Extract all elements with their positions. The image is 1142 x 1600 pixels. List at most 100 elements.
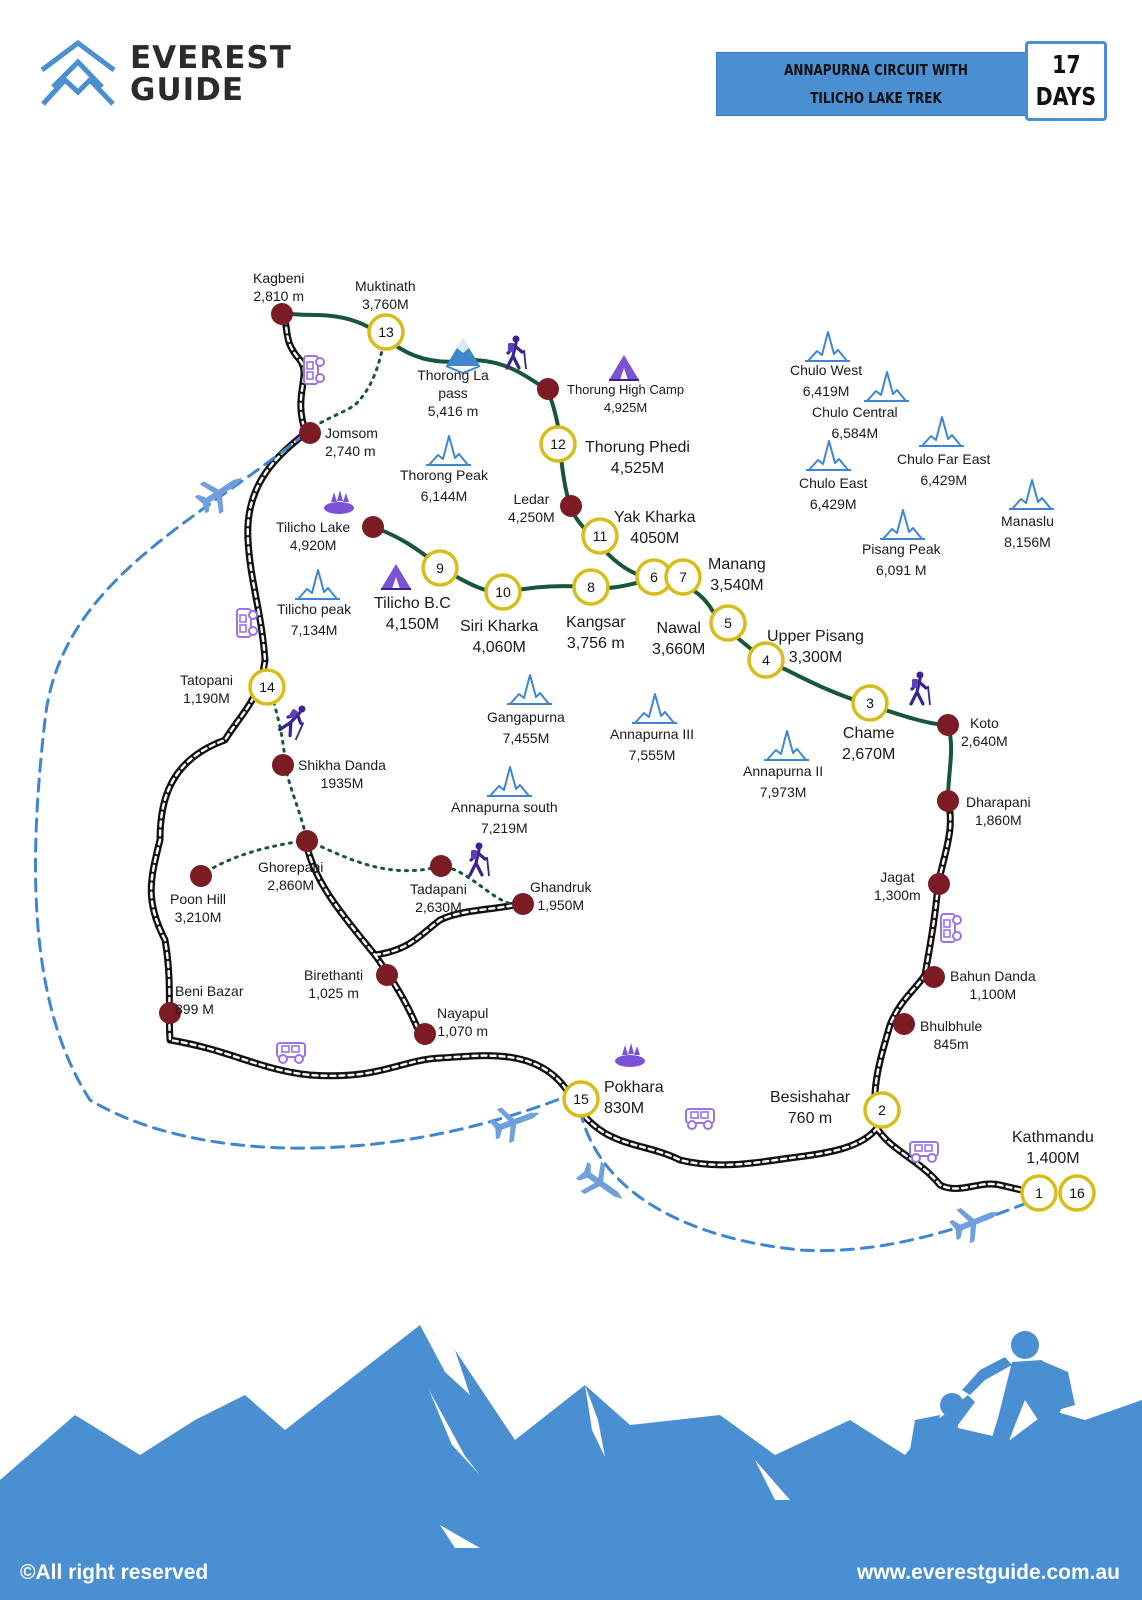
peak-icon <box>763 730 810 761</box>
peak-icon <box>918 416 965 447</box>
stop-ghorepani <box>296 830 318 852</box>
stop-ledar <box>560 495 582 517</box>
copyright-notice: ©All right reserved <box>20 1561 209 1584</box>
day-marker-label: 14 <box>259 679 275 695</box>
website-link[interactable]: www.everestguide.com.au <box>857 1561 1120 1584</box>
peak-icon <box>863 371 910 402</box>
day-marker-label: 12 <box>550 436 566 452</box>
jeep-icon <box>236 608 258 638</box>
peak-icon <box>506 674 553 705</box>
stop-nayapul <box>414 1023 436 1045</box>
day-marker-label: 8 <box>587 579 595 595</box>
day-marker-3: 3 <box>851 684 889 722</box>
day-marker-label: 4 <box>762 652 770 668</box>
jeep-icon <box>909 1141 939 1163</box>
hiker-icon <box>468 840 491 878</box>
day-marker-10: 10 <box>484 573 522 611</box>
stop-markers <box>159 303 959 1045</box>
day-marker-5: 5 <box>709 604 747 642</box>
stop-kagbeni <box>271 303 293 325</box>
day-marker-label: 6 <box>650 569 658 585</box>
brand-name: EVEREST GUIDE <box>130 42 292 106</box>
stop-jomsom <box>299 422 321 444</box>
footer-mountains <box>0 1325 1142 1600</box>
day-marker-2: 2 <box>863 1091 901 1129</box>
plane-icon <box>946 1195 1006 1248</box>
brand-line-1: EVEREST <box>130 40 292 76</box>
day-marker-label: 15 <box>573 1091 589 1107</box>
peak-icon <box>486 766 533 797</box>
lake-icon <box>324 490 354 514</box>
stop-tilicho-lake <box>362 516 384 538</box>
mountain-logo-icon <box>40 40 116 106</box>
brand-logo: EVEREST GUIDE <box>40 40 292 108</box>
peak-icon <box>425 435 472 466</box>
jeep-icon <box>276 1042 306 1064</box>
day-marker-8: 8 <box>572 568 610 606</box>
peak-icon <box>1008 479 1055 510</box>
day-marker-label: 3 <box>866 695 874 711</box>
trek-duration-badge: 17 DAYS <box>1025 41 1107 121</box>
day-marker-label: 16 <box>1069 1185 1085 1201</box>
hiker-icon <box>909 669 932 707</box>
day-marker-label: 11 <box>593 528 608 544</box>
peak-icon <box>804 331 851 362</box>
jeep-icon <box>940 913 962 943</box>
trek-title: ANNAPURNA CIRCUIT WITH TILICHO LAKE TREK <box>784 61 968 107</box>
climbers-silhouette <box>870 1331 1142 1600</box>
day-marker-1: 1 <box>1020 1174 1058 1212</box>
stop-koto <box>937 714 959 736</box>
brand-line-2: GUIDE <box>130 72 245 108</box>
day-marker-9: 9 <box>421 549 459 587</box>
day-marker-16: 16 <box>1058 1174 1096 1212</box>
stop-shikha-danda <box>272 754 294 776</box>
stop-dharapani <box>937 790 959 812</box>
stop-bahun-danda <box>923 966 945 988</box>
stop-tadapani <box>430 855 452 877</box>
day-marker-11: 11 <box>581 517 619 555</box>
day-marker-13: 13 <box>367 313 405 351</box>
peak-icon <box>294 569 341 600</box>
pass-icon <box>445 338 481 375</box>
days-label: DAYS <box>1035 82 1097 111</box>
day-marker-label: 2 <box>878 1102 886 1118</box>
stop-bhulbhule <box>893 1013 915 1035</box>
tent-icon <box>380 563 412 590</box>
